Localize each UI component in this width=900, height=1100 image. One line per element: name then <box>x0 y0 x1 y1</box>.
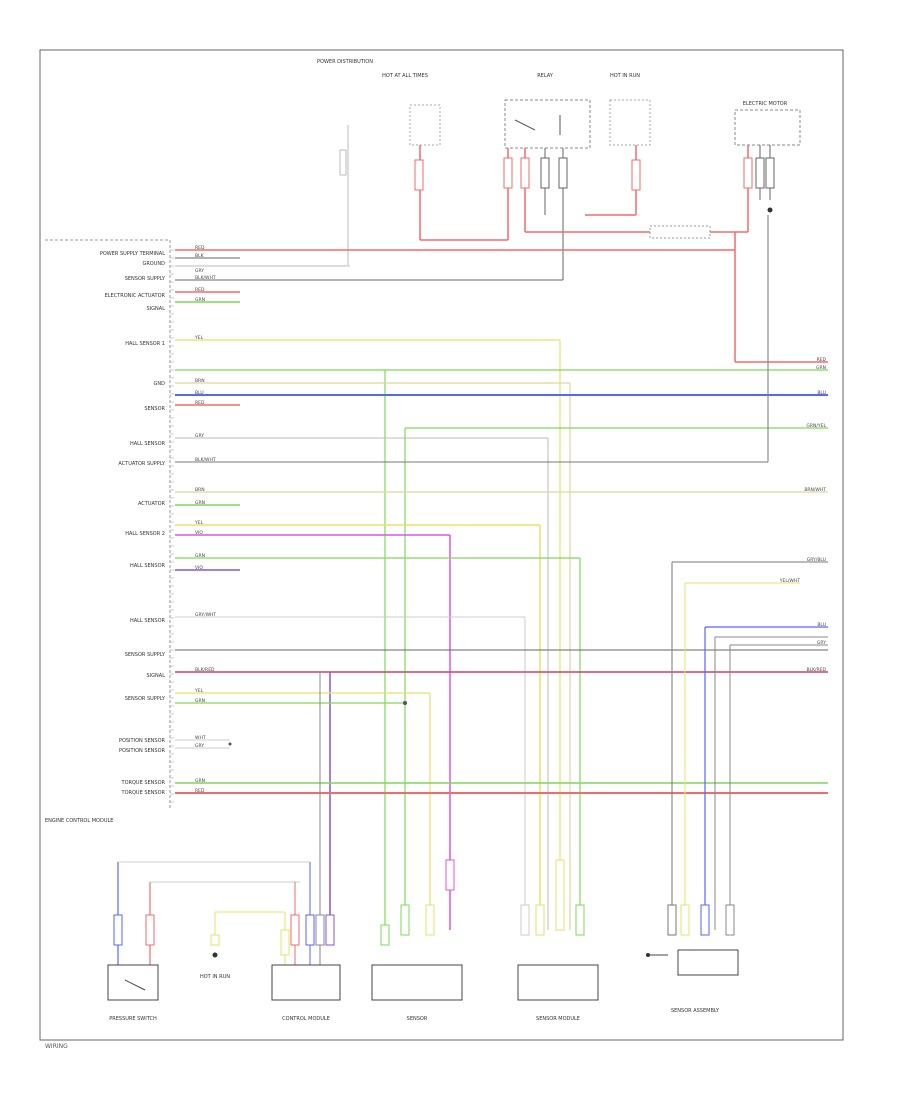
svg-text:SENSOR SUPPLY: SENSOR SUPPLY <box>125 652 166 658</box>
top-component-label: POWER DISTRIBUTION <box>317 59 373 65</box>
svg-text:HOT IN RUN: HOT IN RUN <box>200 974 230 980</box>
svg-text:SIGNAL: SIGNAL <box>147 306 166 312</box>
svg-text:SENSOR SUPPLY: SENSOR SUPPLY <box>125 696 166 702</box>
svg-text:BRN: BRN <box>195 487 205 493</box>
svg-text:HALL SENSOR: HALL SENSOR <box>130 441 166 447</box>
svg-text:YEL/WHT: YEL/WHT <box>779 578 800 584</box>
svg-text:ACTUATOR SUPPLY: ACTUATOR SUPPLY <box>118 461 166 467</box>
svg-text:GRN: GRN <box>195 778 205 784</box>
svg-text:BRN: BRN <box>195 378 205 384</box>
svg-text:YEL: YEL <box>194 688 204 694</box>
ecm-wires <box>117 215 828 965</box>
svg-text:SENSOR MODULE: SENSOR MODULE <box>536 1016 580 1022</box>
svg-text:BLK/RED: BLK/RED <box>807 667 827 673</box>
svg-text:WHT: WHT <box>195 735 206 741</box>
svg-text:GRN: GRN <box>195 553 205 559</box>
svg-text:POWER SUPPLY TERMINAL: POWER SUPPLY TERMINAL <box>100 251 165 257</box>
svg-text:TORQUE SENSOR: TORQUE SENSOR <box>121 790 166 796</box>
svg-text:ACTUATOR: ACTUATOR <box>138 501 166 507</box>
relay-box <box>504 99 591 149</box>
top-components: POWER DISTRIBUTION HOT AT ALL TIMES RELA… <box>317 59 801 280</box>
top-component-label: RELAY <box>537 73 554 79</box>
svg-text:GRY: GRY <box>195 743 204 749</box>
ecm-note: ENGINE CONTROL MODULE <box>45 818 113 824</box>
svg-text:SIGNAL: SIGNAL <box>147 673 166 679</box>
svg-text:GND: GND <box>154 381 166 387</box>
svg-text:BLK/WHT: BLK/WHT <box>195 457 216 463</box>
svg-text:VIO: VIO <box>195 565 203 571</box>
svg-text:BLK/WHT: BLK/WHT <box>195 275 216 281</box>
svg-text:HALL SENSOR: HALL SENSOR <box>130 618 166 624</box>
svg-text:TORQUE SENSOR: TORQUE SENSOR <box>121 780 166 786</box>
svg-text:VIO: VIO <box>195 530 203 536</box>
svg-text:GRY: GRY <box>195 268 204 274</box>
svg-text:GRY: GRY <box>195 433 204 439</box>
svg-text:BRN/WHT: BRN/WHT <box>804 487 826 493</box>
svg-text:RED: RED <box>195 400 205 406</box>
svg-text:BLU: BLU <box>817 622 826 628</box>
pressure-switch-box <box>107 964 159 1001</box>
wire-labels: RED BLK GRY BLK/WHT RED GRN YEL BRN BLU … <box>194 245 216 794</box>
svg-text:RED: RED <box>195 788 205 794</box>
right-labels: RED GRN BLU GRN/YEL BRN/WHT GRY/BLU YEL/… <box>779 357 827 673</box>
footer-label: WIRING <box>45 1043 68 1050</box>
svg-text:POSITION SENSOR: POSITION SENSOR <box>119 738 166 744</box>
svg-text:HALL SENSOR 1: HALL SENSOR 1 <box>125 341 165 347</box>
svg-text:POSITION SENSOR: POSITION SENSOR <box>119 748 166 754</box>
svg-text:SENSOR ASSEMBLY: SENSOR ASSEMBLY <box>671 1008 720 1014</box>
svg-text:GRY/BLU: GRY/BLU <box>807 557 826 563</box>
svg-text:HALL SENSOR: HALL SENSOR <box>130 563 166 569</box>
sensor-box-1 <box>371 964 463 1001</box>
diagram-frame <box>39 49 844 1041</box>
top-component-label: HOT AT ALL TIMES <box>382 73 428 79</box>
left-labels: POWER SUPPLY TERMINAL GROUND SENSOR SUPP… <box>45 251 166 824</box>
svg-text:YEL: YEL <box>194 520 204 526</box>
pin-numbers <box>170 249 174 803</box>
svg-text:YEL: YEL <box>194 335 204 341</box>
svg-text:GRN: GRN <box>195 698 205 704</box>
svg-text:GROUND: GROUND <box>142 261 165 267</box>
svg-text:HALL SENSOR 2: HALL SENSOR 2 <box>125 531 165 537</box>
svg-text:RED: RED <box>195 287 205 293</box>
svg-text:GRN: GRN <box>816 365 826 371</box>
svg-text:BLK/RED: BLK/RED <box>195 667 215 673</box>
svg-text:CONTROL MODULE: CONTROL MODULE <box>282 1016 330 1022</box>
svg-text:ELECTRONIC ACTUATOR: ELECTRONIC ACTUATOR <box>105 293 166 299</box>
svg-text:GRY: GRY <box>817 640 826 646</box>
svg-text:RED: RED <box>817 357 827 363</box>
svg-text:GRY/WHT: GRY/WHT <box>195 612 216 618</box>
svg-text:SENSOR: SENSOR <box>144 406 165 412</box>
svg-text:GRN/YEL: GRN/YEL <box>806 423 826 429</box>
top-component-label: HOT IN RUN <box>610 73 640 79</box>
svg-text:GRN: GRN <box>195 500 205 506</box>
sensor-assembly-box <box>677 949 739 976</box>
bottom-components: PRESSURE SWITCH HOT IN RUN CONTROL MODUL… <box>107 949 739 1022</box>
control-module-box <box>271 964 341 1001</box>
sensor-module-box <box>517 964 599 1001</box>
svg-text:PRESSURE SWITCH: PRESSURE SWITCH <box>109 1016 157 1022</box>
svg-text:BLK: BLK <box>195 253 205 259</box>
connector-stubs <box>113 859 735 956</box>
svg-text:SENSOR SUPPLY: SENSOR SUPPLY <box>125 276 166 282</box>
svg-text:BLU: BLU <box>195 390 204 396</box>
svg-text:GRN: GRN <box>195 297 205 303</box>
svg-text:BLU: BLU <box>817 390 826 396</box>
svg-text:RED: RED <box>195 245 205 251</box>
svg-text:SENSOR: SENSOR <box>407 1016 428 1022</box>
top-component-label: ELECTRIC MOTOR <box>743 101 788 107</box>
